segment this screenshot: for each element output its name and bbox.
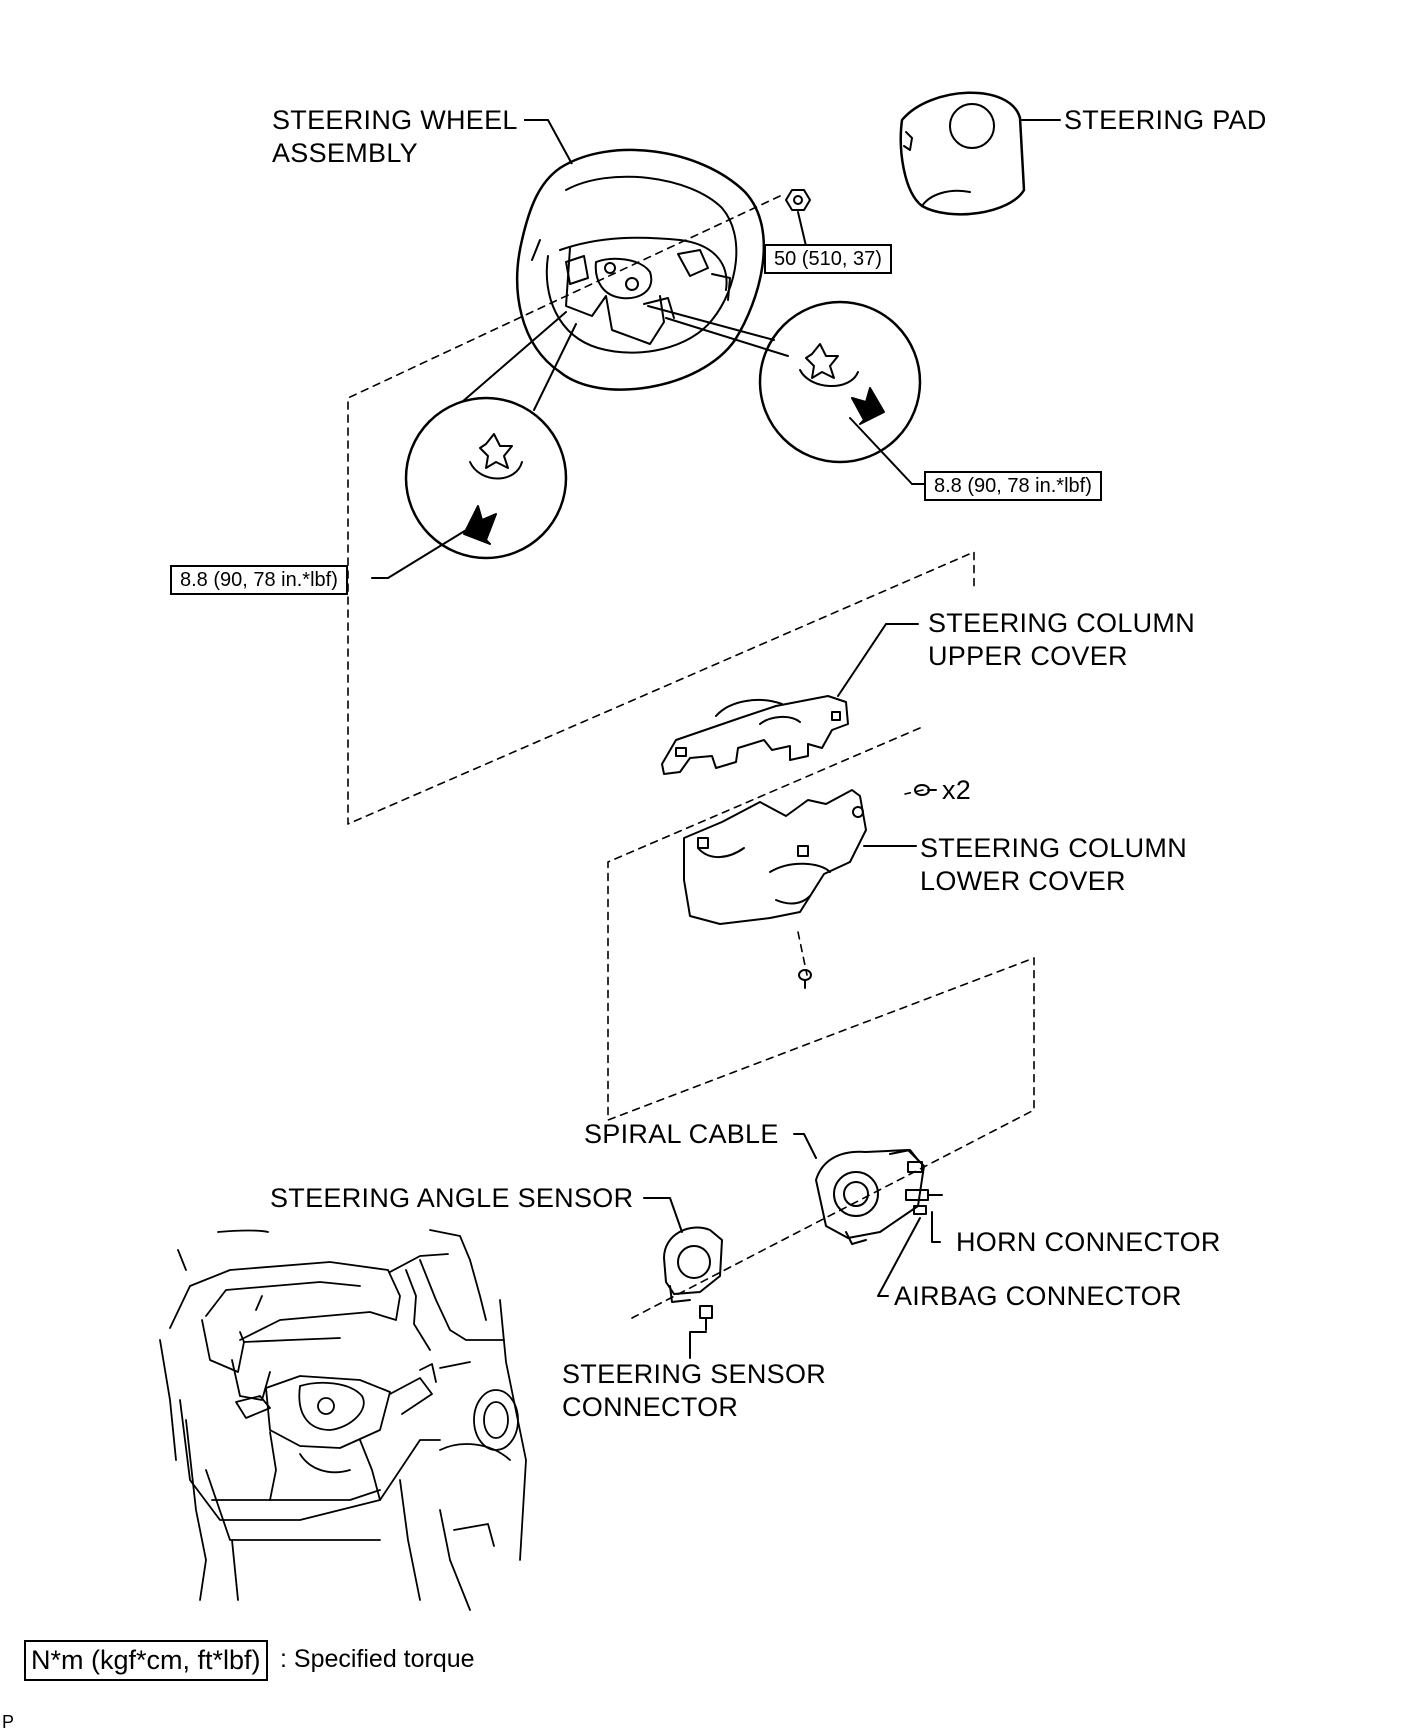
horn-connector-label: HORN CONNECTOR xyxy=(956,1227,1221,1257)
steering-pad xyxy=(899,91,1026,216)
steering-wheel-assembly-label-line1: STEERING WHEEL xyxy=(272,105,518,135)
steering-column-lower-cover xyxy=(683,789,867,925)
spiral-cable-label: SPIRAL CABLE xyxy=(584,1119,779,1149)
nut-icon xyxy=(785,189,811,211)
airbag-connector-label: AIRBAG CONNECTOR xyxy=(894,1281,1182,1311)
horn-connector-part xyxy=(905,1189,943,1201)
detail-circle-right xyxy=(647,300,925,485)
upper-cover-label-line1: STEERING COLUMN xyxy=(928,608,1196,638)
steering-angle-sensor xyxy=(663,1226,723,1303)
airbag-connector-part xyxy=(913,1205,927,1215)
screw-count-label: x2 xyxy=(942,775,972,805)
steering-sensor-connector-label-line1: STEERING SENSOR xyxy=(562,1359,827,1389)
steering-wheel-assembly xyxy=(516,148,765,391)
detail-circle-left xyxy=(371,311,577,579)
alignment-lines xyxy=(347,195,1035,1319)
steering-wheel-assembly-label-line2: ASSEMBLY xyxy=(272,138,418,168)
lower-cover-label-line1: STEERING COLUMN xyxy=(920,833,1188,863)
spiral-cable xyxy=(815,1149,925,1245)
screw-icon-pair xyxy=(914,784,937,796)
dashboard-illustration xyxy=(159,1229,527,1611)
upper-cover-label-line2: UPPER COVER xyxy=(928,641,1128,671)
corner-code: P xyxy=(2,1712,15,1732)
torque-screw-right: 8.8 (90, 78 in.*lbf) xyxy=(924,471,1102,501)
steering-sensor-connector-part xyxy=(699,1305,713,1331)
screw-icon-bottom xyxy=(798,969,812,989)
steering-angle-sensor-label: STEERING ANGLE SENSOR xyxy=(270,1183,634,1213)
steering-column-upper-cover xyxy=(661,695,849,775)
torque-nut: 50 (510, 37) xyxy=(764,244,892,274)
lower-cover-label-line2: LOWER COVER xyxy=(920,866,1126,896)
torque-screw-left: 8.8 (90, 78 in.*lbf) xyxy=(170,565,348,595)
steering-pad-label: STEERING PAD xyxy=(1064,105,1267,135)
torque-legend-text: : Specified torque xyxy=(280,1645,475,1673)
steering-sensor-connector-label-line2: CONNECTOR xyxy=(562,1392,739,1422)
torque-legend-unit: N*m (kgf*cm, ft*lbf) xyxy=(24,1640,268,1681)
